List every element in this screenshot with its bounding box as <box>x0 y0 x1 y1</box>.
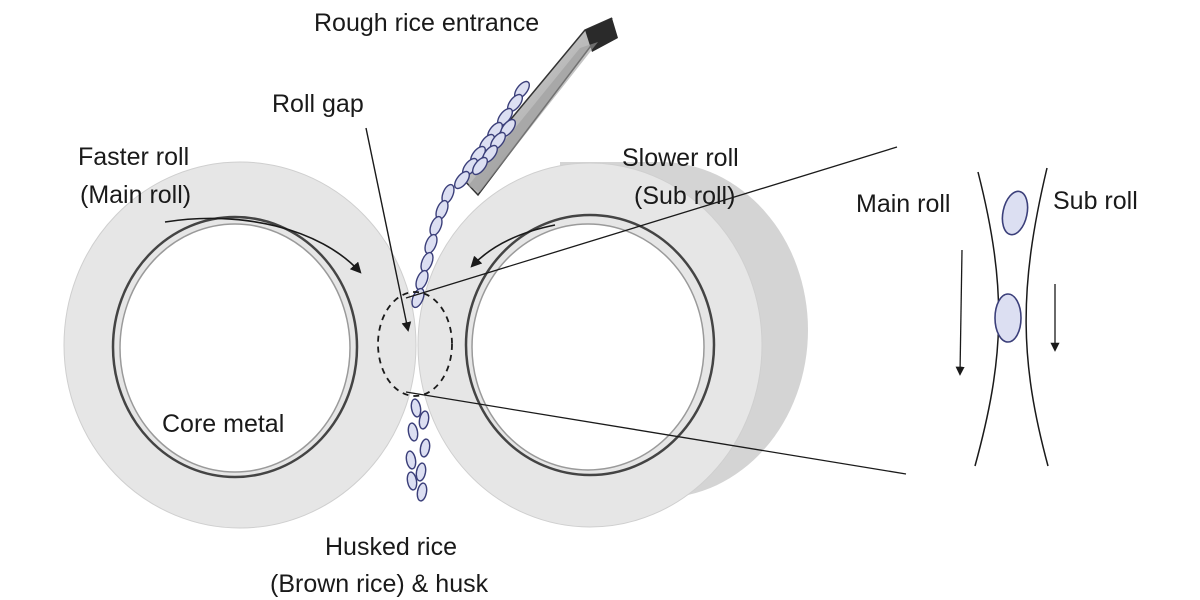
husked-rice-grain <box>415 462 427 482</box>
husked-rice-grain <box>419 438 431 458</box>
label-zoom-sub-roll: Sub roll <box>1053 187 1138 215</box>
label-rough-rice-entrance: Rough rice entrance <box>314 9 539 37</box>
slower-roll-core-rim <box>464 213 716 477</box>
label-brown-rice-husk: (Brown rice) & husk <box>270 570 489 598</box>
label-core-metal: Core metal <box>162 410 284 438</box>
husked-rice-grain <box>406 471 418 491</box>
husked-rice-grains <box>405 398 431 502</box>
faster-roll <box>63 161 417 529</box>
faster-roll-core-rim <box>111 215 359 479</box>
zoom-line-top <box>405 146 898 299</box>
husked-rice-grain <box>416 482 428 502</box>
zoom-detail <box>955 167 1060 467</box>
label-sub-roll-paren: (Sub roll) <box>634 182 735 210</box>
zoom-main-roll-direction-arrow <box>955 249 965 376</box>
label-faster-roll: Faster roll <box>78 143 189 171</box>
zoom-grain-bottom <box>994 293 1022 343</box>
husked-rice-grain <box>405 450 417 470</box>
husked-rice-grain <box>410 398 422 418</box>
label-husked-rice: Husked rice <box>325 533 457 561</box>
zoom-line-bottom <box>405 391 907 475</box>
label-slower-roll: Slower roll <box>622 144 739 172</box>
rough-rice-grain <box>471 156 489 176</box>
label-zoom-main-roll: Main roll <box>856 190 950 218</box>
slower-roll-rotation-arrow <box>470 224 556 268</box>
roll-gap-circle <box>377 291 453 397</box>
rough-rice-grains <box>411 80 531 309</box>
faster-roll-core-metal <box>119 223 351 473</box>
zoom-grain-top <box>1001 190 1029 236</box>
rough-rice-grain <box>424 233 438 255</box>
slower-roll <box>417 162 808 528</box>
label-main-roll-paren: (Main roll) <box>80 181 191 209</box>
zoom-sub-roll-curve <box>1025 167 1049 467</box>
slower-roll-core-metal <box>471 223 705 471</box>
husked-rice-grain <box>407 422 419 442</box>
label-roll-gap: Roll gap <box>272 90 364 118</box>
faster-roll-rotation-arrow <box>164 217 362 274</box>
rough-rice-grain <box>429 215 443 237</box>
husked-rice-grain <box>418 410 430 430</box>
rough-rice-grain <box>453 170 471 190</box>
roll-gap-pointer <box>365 127 412 332</box>
